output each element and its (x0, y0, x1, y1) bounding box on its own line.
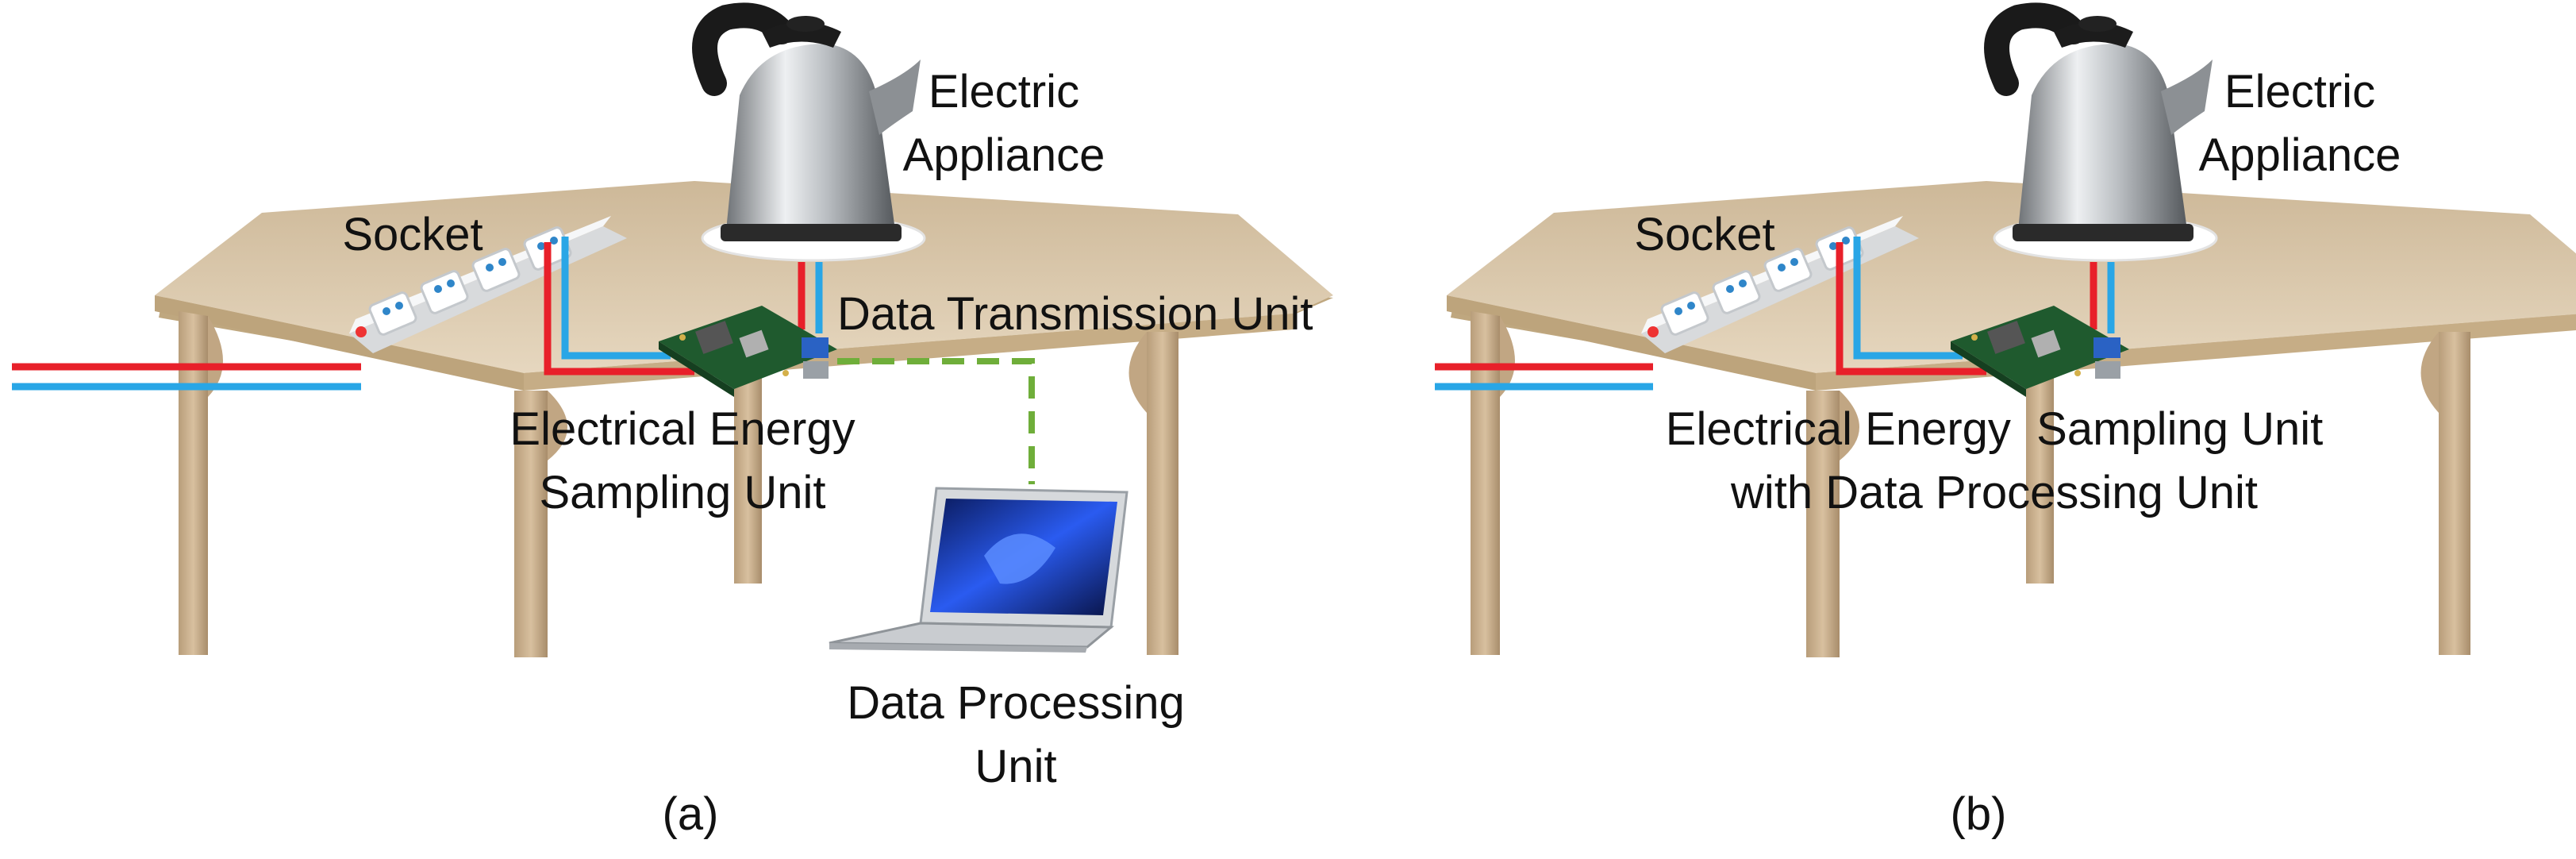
processing-label-line1: Data Processing (847, 677, 1185, 729)
socket-label: Socket (342, 209, 483, 260)
socket-label: Socket (1634, 209, 1774, 260)
transmission-label: Data Transmission Unit (837, 288, 1313, 340)
panel-b: Electric Appliance Socket Electrical Ene… (1435, 15, 2576, 840)
socket-live-wire (1836, 242, 1986, 376)
appliance-label-line2: Appliance (903, 129, 1105, 181)
data-link-line (837, 358, 1035, 484)
appliance-label-line1: Electric (2224, 66, 2375, 117)
appliance-label-line1: Electric (929, 66, 1079, 117)
socket-neutral-wire (561, 237, 671, 360)
panel-a: Electric Appliance Socket Data Transmiss… (12, 15, 1333, 840)
processing-label-line2: Unit (975, 741, 1056, 792)
panel-b-caption: (b) (1951, 788, 2007, 840)
socket-neutral-wire (1853, 237, 1963, 360)
socket-live-wire (544, 242, 694, 376)
kettle-icon (1994, 15, 2217, 260)
sampling-label-line1: Electrical Energy (509, 403, 855, 455)
sampling-label-line2: Sampling Unit (539, 467, 825, 518)
kettle-icon (702, 15, 925, 260)
combined-label-line1: Electrical Energy Sampling Unit (1666, 403, 2323, 455)
combined-label-line2: with Data Processing Unit (1730, 467, 2258, 518)
appliance-label-line2: Appliance (2199, 129, 2401, 181)
laptop-icon (829, 487, 1128, 653)
panel-a-caption: (a) (663, 788, 719, 840)
